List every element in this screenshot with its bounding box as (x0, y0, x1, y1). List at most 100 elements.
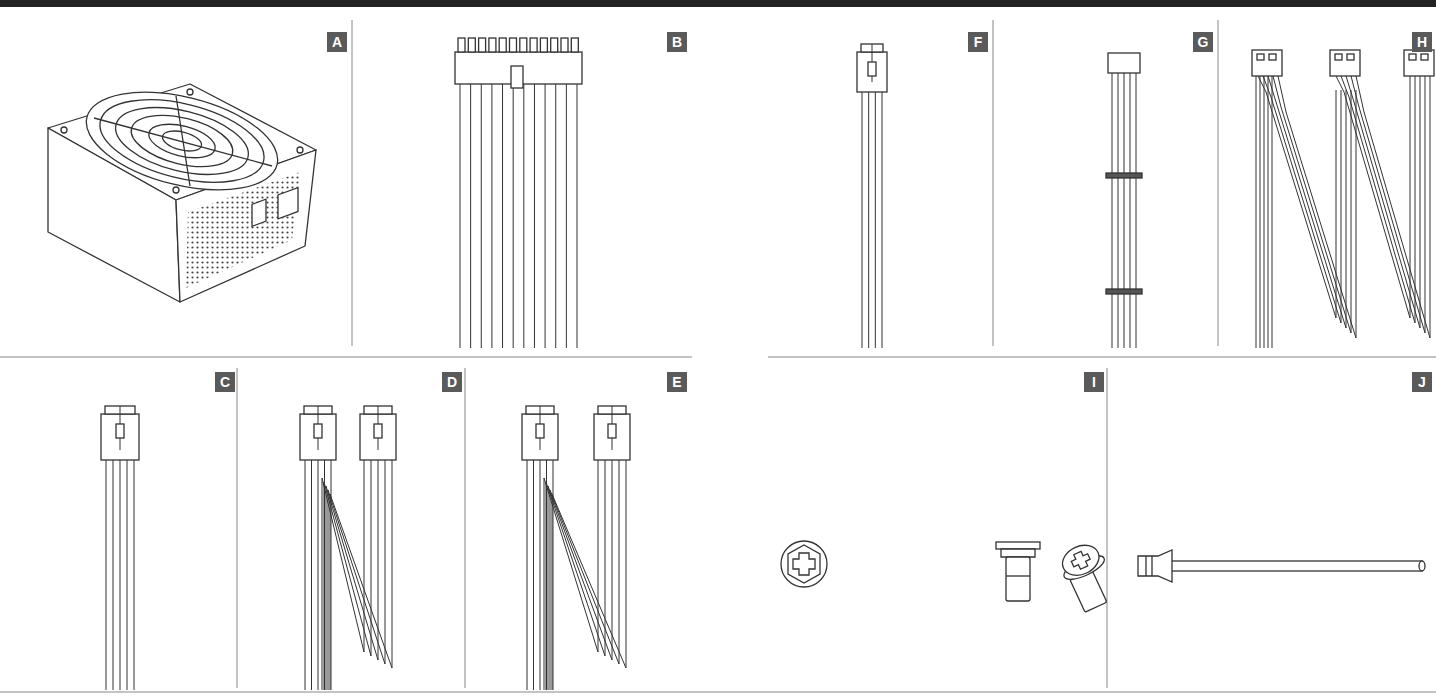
cable-stroke (1404, 50, 1434, 76)
cable-stroke (523, 84, 524, 348)
cable-stroke (534, 84, 535, 348)
cable-stroke (545, 84, 546, 348)
callout-letter: B (667, 32, 687, 52)
callout-letter: C (215, 372, 235, 392)
callout-letter: H (1412, 32, 1432, 52)
cable-stroke (868, 62, 876, 76)
callout-letter: E (667, 372, 687, 392)
callout-letter: A (327, 32, 347, 52)
cable-stroke (481, 84, 482, 348)
cable-stroke (1347, 54, 1354, 60)
cable-stroke (540, 38, 547, 52)
callout-text: B (672, 34, 682, 50)
callout-text: D (447, 374, 457, 390)
cable-stroke (489, 38, 496, 52)
cable-stroke (1341, 76, 1415, 323)
cable-stroke (577, 84, 578, 348)
sensor-cable (1138, 550, 1425, 582)
cable-stroke (530, 38, 537, 52)
cable-stroke (533, 460, 534, 690)
cable-stroke (491, 84, 492, 348)
cable-stroke (311, 460, 312, 690)
cable-stroke (868, 92, 869, 348)
cable-stroke (1273, 76, 1351, 333)
cable-stroke (536, 424, 544, 438)
callout-text: H (1417, 34, 1427, 50)
cable-stroke (571, 38, 578, 52)
cable-stroke (875, 92, 876, 348)
cable-stroke (862, 92, 863, 348)
cable-stroke (305, 460, 306, 690)
cable-stroke (324, 460, 371, 690)
cable-stroke (608, 424, 616, 438)
callout-text: F (974, 34, 983, 50)
callout-letter: D (442, 372, 462, 392)
cable-stroke (540, 460, 541, 690)
cable-stroke (374, 424, 382, 438)
cable-stroke (1351, 76, 1425, 333)
callout-text: E (672, 374, 681, 390)
callout-letter: I (1084, 372, 1104, 392)
cable-stroke (555, 84, 556, 348)
cable-stroke (330, 460, 392, 690)
cable-stroke (499, 38, 506, 52)
cable-stroke (511, 66, 523, 88)
callout-text: G (1198, 34, 1209, 50)
callout-text: I (1092, 374, 1096, 390)
cable-stroke (1136, 73, 1137, 348)
cable-stroke (566, 84, 567, 348)
cable-stroke (1106, 173, 1142, 178)
cable-stroke (510, 38, 517, 52)
cable-stroke (1335, 54, 1342, 60)
cable-stroke (470, 84, 471, 348)
cable-stroke (513, 84, 514, 348)
cable-stroke (1258, 76, 1336, 318)
cable-stroke (1272, 76, 1273, 348)
cable-stroke (550, 460, 619, 690)
power-supply (48, 75, 316, 302)
cable-stroke (1278, 76, 1356, 338)
cable-stroke (1268, 76, 1269, 348)
cable-stroke (1257, 54, 1264, 60)
cable-stroke (1108, 53, 1140, 73)
cable-stroke (318, 460, 319, 690)
cable-stroke (527, 460, 528, 690)
panel-dividers (0, 20, 1436, 692)
cable-stroke (1336, 76, 1410, 318)
top-bar (0, 0, 1436, 7)
cable-stroke (561, 38, 568, 52)
screws (781, 538, 1121, 614)
cable-stroke (1130, 73, 1131, 348)
cable-stroke (328, 460, 385, 690)
cable-stroke (120, 460, 121, 690)
cable-stroke (1252, 50, 1282, 76)
cable-stroke (458, 38, 465, 52)
cable-stroke (106, 460, 107, 690)
callout-letter: J (1412, 372, 1432, 392)
cable-stroke (1409, 54, 1416, 60)
cable-stroke (882, 92, 883, 348)
cable-stroke (1124, 73, 1125, 348)
cable-stroke (116, 424, 124, 438)
cable-stroke (1256, 76, 1257, 348)
cable-stroke (1263, 76, 1341, 323)
cable-stroke (314, 424, 322, 438)
cable-stroke (551, 38, 558, 52)
callout-text: A (332, 34, 342, 50)
cable-stroke (479, 38, 486, 52)
cable-stroke (134, 460, 135, 690)
cable-stroke (326, 460, 378, 690)
cable-drawings (101, 38, 1434, 690)
cable-stroke (113, 460, 114, 690)
cable-stroke (548, 460, 612, 690)
cable-stroke (460, 84, 461, 348)
cable-stroke (127, 460, 128, 690)
cable-stroke (1268, 76, 1346, 328)
cable-stroke (552, 460, 626, 690)
callout-text: C (220, 374, 230, 390)
cable-stroke (1264, 76, 1265, 348)
cable-stroke (520, 38, 527, 52)
cable-stroke (1118, 73, 1119, 348)
callout-letter: F (968, 32, 988, 52)
callout-letter: G (1193, 32, 1213, 52)
